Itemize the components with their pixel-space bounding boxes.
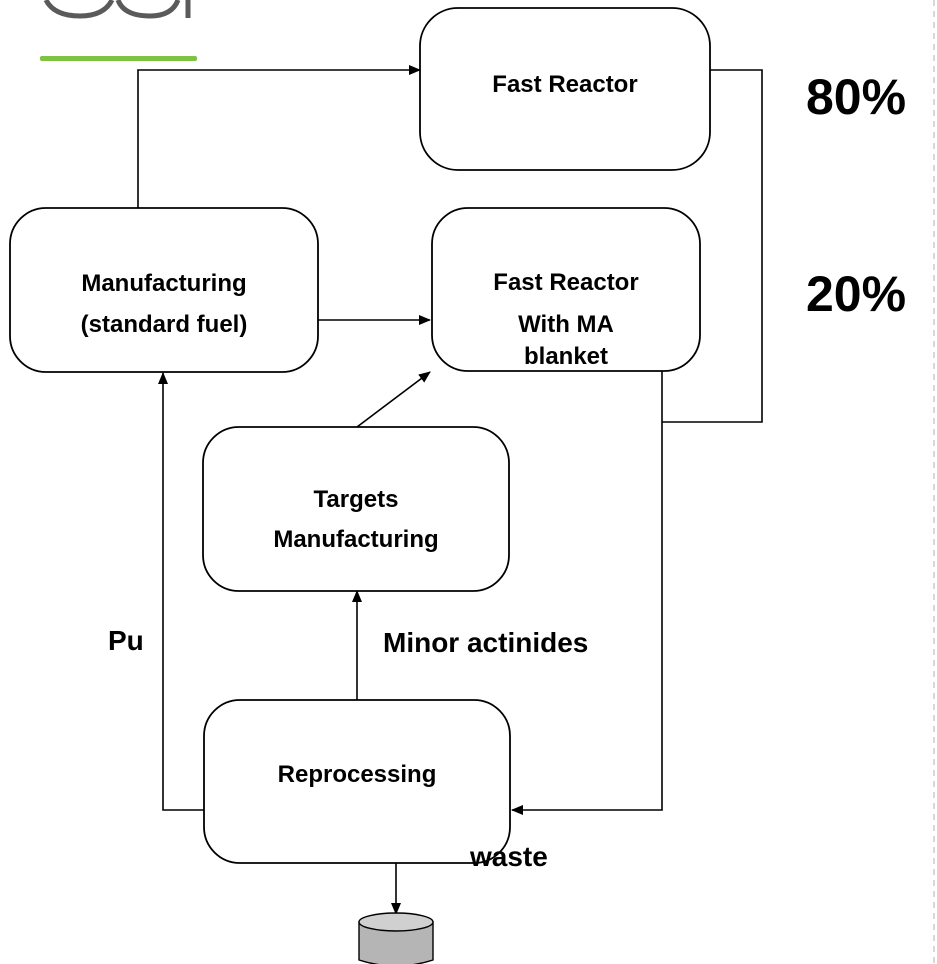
label-waste: waste [469,841,548,872]
fast-reactor-box: Fast Reactor [419,7,711,171]
percentage-80: 80% [806,69,906,125]
arrow-manufacturing-to-fast-reactor [137,65,421,208]
arrow-to-reprocessing [511,370,663,815]
manufacturing-label-line2: (standard fuel) [81,311,248,338]
fast-reactor-ma-label-line3: blanket [524,343,608,370]
arrow-pu-to-manufacturing [158,372,204,811]
label-pu: Pu [108,625,144,656]
reprocessing-box: Reprocessing [203,699,511,864]
label-minor-actinides: Minor actinides [383,627,588,658]
waste-container-icon [358,912,434,964]
reprocessing-label: Reprocessing [278,761,437,788]
targets-manufacturing-box: Targets Manufacturing [202,426,510,592]
manufacturing-box: Manufacturing (standard fuel) [9,207,319,373]
fast-reactor-ma-label-line1: Fast Reactor [493,269,638,296]
targets-label-line1: Targets [314,486,399,513]
percentage-20: 20% [806,266,906,322]
fast-reactor-ma-label-line2: With MA [518,311,614,338]
connectors [137,65,763,915]
fast-reactor-ma-box: Fast Reactor With MA blanket [431,207,701,372]
line-fast-reactor-return [662,69,763,423]
fast-reactor-label: Fast Reactor [492,71,637,98]
manufacturing-label-line1: Manufacturing [81,270,246,297]
logo-icon [40,0,197,61]
arrow-targets-to-fast-reactor-ma [356,371,431,428]
targets-label-line2: Manufacturing [273,526,438,553]
